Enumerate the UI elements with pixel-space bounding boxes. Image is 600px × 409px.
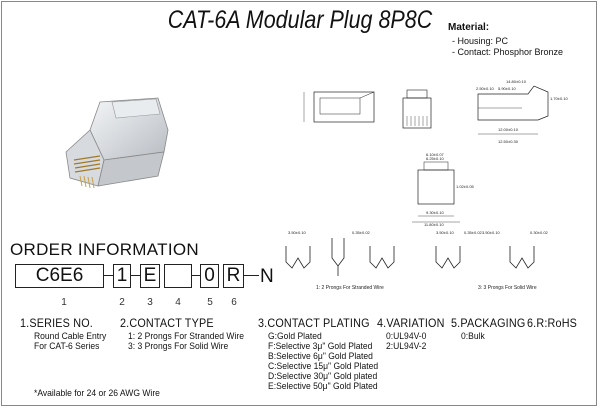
dim-prong-3: 0.35±0.02 — [464, 230, 483, 235]
order-heading: ORDER INFORMATION — [10, 240, 199, 259]
dim-prong-2: 3.50±0.10 — [436, 230, 455, 235]
front-view-drawing — [402, 89, 432, 129]
dim-side-3: 2.50±0.10 — [476, 86, 495, 91]
dim-top-1: 6.25±0.10 — [426, 156, 445, 161]
dim-side-2: 1.70±0.10 — [550, 96, 569, 101]
section-contact-type-title: 2.CONTACT TYPE — [120, 316, 214, 330]
prong-2-caption: 1: 2 Prongs For Stranded Wire — [316, 285, 384, 291]
dim-top-3: 9.30±0.10 — [426, 210, 445, 215]
material-heading: Material: — [448, 22, 490, 33]
section-plating-line: F:Selective 3μ" Gold Plated — [268, 341, 373, 352]
dim-side-5: 12.50±0.30 — [498, 139, 519, 144]
section-plating-title: 3.CONTACT PLATING — [258, 316, 370, 330]
side-view-drawing — [303, 91, 375, 123]
section-packaging-title: 5.PACKAGING — [451, 316, 526, 330]
order-dash — [104, 275, 113, 276]
order-box-packaging: 0 — [200, 264, 219, 288]
section-rohs-title: 6.R:RoHS — [527, 316, 578, 330]
dim-side-0: 14.80±0.10 — [506, 79, 527, 84]
order-number: 5 — [207, 297, 213, 308]
dim-top-2: 1.02±0.05 — [456, 184, 475, 189]
plug-photo — [65, 97, 169, 189]
dim-top-4: 11.80±0.10 — [424, 222, 444, 227]
material-housing: - Housing: PC — [452, 36, 509, 46]
top-view-drawing: 6.10±0.07 6.25±0.10 1.02±0.05 9.30±0.10 … — [412, 152, 475, 227]
dim-prong-0: 3.50±0.10 — [288, 230, 307, 235]
prong-3-drawing: 3.50±0.10 0.35±0.02 3.50±0.10 0.30±0.02 — [435, 230, 549, 269]
dim-prong-5: 0.30±0.02 — [530, 230, 549, 235]
prong-3-caption: 3: 3 Prongs For Solid Wire — [478, 285, 537, 291]
section-variation-line: 0:UL94V-0 — [386, 331, 427, 342]
section-series-line: For CAT-6 Series — [34, 341, 100, 352]
order-number: 1 — [61, 297, 67, 308]
dim-side-1: 5.90±0.10 — [498, 86, 517, 91]
order-number: 6 — [231, 297, 237, 308]
order-number: 2 — [119, 297, 125, 308]
awg-note: *Available for 24 or 26 AWG Wire — [34, 388, 160, 399]
section-plating-line: C:Selective 15μ" Gold Plated — [268, 361, 379, 372]
section-contact-type-line: 3: 3 Prongs For Solid Wire — [128, 341, 229, 352]
order-dash — [131, 275, 140, 276]
order-box-rohs: R — [223, 264, 244, 288]
section-series-title: 1.SERIES NO. — [20, 316, 93, 330]
section-plating-line: B:Selective 6μ" Gold Plated — [268, 351, 373, 362]
page-title: CAT-6A Modular Plug 8P8C — [167, 6, 433, 34]
order-number: 3 — [147, 297, 153, 308]
prong-2-drawing: 3.50±0.10 0.35±0.02 — [285, 230, 395, 276]
dim-side-4: 12.00±0.10 — [498, 127, 519, 132]
section-variation-title: 4.VARIATION — [377, 316, 445, 330]
dim-prong-4: 3.50±0.10 — [482, 230, 501, 235]
order-tail: N — [260, 266, 274, 287]
section-packaging-line: 0:Bulk — [461, 331, 485, 342]
section-plating-line: D:Selective 30μ" Gold plated — [268, 371, 378, 382]
profile-view-drawing: 14.80±0.10 5.90±0.10 1.70±0.10 2.50±0.10… — [476, 79, 569, 144]
order-box-series: C6E6 — [15, 264, 104, 288]
order-dash — [244, 275, 259, 276]
order-number: 4 — [175, 297, 181, 308]
order-box-contact-type: 1 — [113, 264, 131, 288]
section-plating-line: G:Gold Plated — [268, 331, 322, 342]
order-dash — [192, 275, 200, 276]
order-box-variation — [164, 264, 192, 288]
dim-prong-1: 0.35±0.02 — [352, 230, 371, 235]
order-box-plating: E — [140, 264, 160, 288]
section-contact-type-line: 1: 2 Prongs For Stranded Wire — [128, 331, 244, 342]
section-variation-line: 2:UL94V-2 — [386, 341, 427, 352]
section-series-line: Round Cable Entry — [34, 331, 107, 342]
material-contact: - Contact: Phosphor Bronze — [452, 47, 564, 57]
dim-top-0: 6.10±0.07 — [426, 152, 445, 157]
section-plating-line: E:Selective 50μ" Gold Plated — [268, 381, 378, 392]
